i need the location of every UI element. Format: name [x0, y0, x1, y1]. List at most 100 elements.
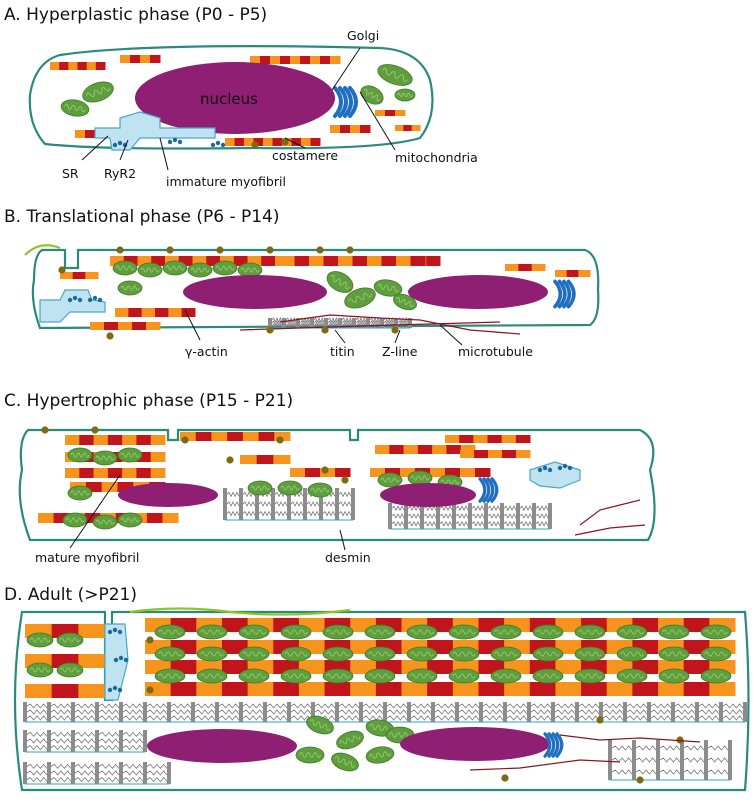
ryr2-channel	[67, 297, 73, 303]
golgi-cisterna	[333, 86, 343, 118]
sarcomere-segment	[460, 445, 476, 454]
titin-filament	[487, 505, 501, 512]
sarcomere-segment	[504, 682, 531, 696]
ryr2-cluster	[107, 685, 123, 693]
sarcomere-segment	[104, 322, 119, 330]
mitochondrion	[616, 646, 648, 662]
titin-filament	[327, 319, 339, 327]
titin-filament	[194, 715, 216, 721]
panel-d-ryr2	[107, 627, 129, 693]
costamere	[346, 246, 354, 254]
titin-filament	[407, 513, 421, 519]
sarcomere-segment	[381, 256, 397, 266]
sarcomere-segment	[300, 56, 311, 64]
mitochondrion	[490, 646, 522, 662]
z-line	[310, 318, 314, 328]
sarcomere-segment	[85, 272, 99, 279]
mitochondrion-cristae	[120, 285, 140, 291]
titin-filament	[50, 776, 72, 783]
titin-filament	[458, 703, 480, 709]
titin-filament	[434, 709, 456, 715]
titin-filament	[266, 709, 288, 715]
z-line	[359, 702, 363, 722]
ryr2-channel	[562, 463, 568, 469]
costamere	[636, 776, 644, 784]
sarcomere-segment	[60, 272, 74, 279]
sarcomere-segment	[280, 56, 291, 64]
sarcomere-segment	[78, 684, 106, 698]
ryr2-channel	[177, 139, 183, 145]
sarcomere-segment	[401, 682, 428, 696]
panel-c-leaders	[69, 474, 346, 551]
sarcomere-segment	[515, 435, 531, 443]
mitochondrion-cristae	[310, 487, 330, 493]
panel-d-collagen	[129, 607, 351, 616]
costamere	[266, 326, 274, 334]
sarcomere-segment	[146, 322, 161, 330]
sarcomere-segment	[460, 468, 476, 477]
z-line	[743, 702, 747, 722]
mitochondrion-cristae	[369, 723, 391, 733]
titin-filament	[503, 520, 517, 527]
sarcomere-segment	[178, 256, 193, 266]
ryr2-channel	[542, 465, 548, 471]
sarcomere-segment	[78, 624, 106, 638]
sarcomere-segment	[90, 322, 105, 330]
titin-filament	[271, 319, 283, 327]
costamere	[41, 426, 49, 434]
microtubule	[559, 734, 701, 743]
titin-filament	[170, 715, 192, 721]
sarcomere-segment	[192, 256, 207, 266]
titin-filament	[98, 776, 120, 783]
mitochondrion	[26, 662, 54, 678]
z-line	[303, 488, 307, 520]
sarcomere-segment	[301, 138, 311, 146]
titin-filament	[455, 513, 469, 519]
mitochondrion	[326, 271, 354, 293]
sarcomere-segment	[101, 482, 118, 492]
mitochondrion-cristae	[200, 629, 224, 635]
mitochondrion	[212, 260, 238, 276]
costamere	[216, 246, 224, 254]
nucleus-label: nucleus	[200, 90, 258, 108]
titin-filament	[535, 513, 549, 519]
sarcomere-segment	[488, 450, 503, 458]
costamere	[501, 774, 509, 782]
golgi-cisterna	[547, 732, 556, 758]
z-line	[319, 488, 323, 520]
mitochondria-label: mitochondria	[395, 150, 478, 165]
sarcomere-segment	[136, 468, 152, 478]
mitochondrion	[277, 480, 303, 496]
sarcomere-segment	[683, 682, 710, 696]
titin-filament	[226, 510, 240, 517]
z-line	[23, 762, 27, 784]
mitochondrion-cristae	[410, 475, 430, 481]
titin-filament	[362, 715, 384, 721]
mitochondrion-cristae	[240, 267, 260, 273]
titin-filament	[650, 709, 672, 715]
z-line	[352, 318, 356, 328]
mitochondrion	[360, 85, 384, 105]
costamere	[166, 246, 174, 254]
titin-filament	[313, 316, 325, 324]
titin-filament	[611, 745, 633, 751]
z-line	[268, 318, 272, 328]
mitochondrion-cristae	[494, 651, 518, 657]
sarcomere-segment	[38, 513, 55, 523]
titin-filament	[487, 513, 501, 519]
titin-filament	[226, 501, 240, 507]
sarcomere-segment	[370, 468, 386, 477]
costamere	[251, 141, 259, 149]
mitochondrion-cristae	[536, 673, 560, 679]
desmin-label: desmin	[325, 550, 371, 565]
sarcomere-segment	[120, 55, 131, 63]
ryr2-channel	[557, 465, 563, 471]
mitochondrion	[574, 624, 606, 640]
titin-filament	[290, 709, 312, 715]
sarcomere-segment	[132, 322, 147, 330]
mitochondrion-cristae	[494, 673, 518, 679]
sarcomere-segment	[395, 110, 406, 116]
titin-filament	[519, 513, 533, 519]
sarcomere-segment	[247, 256, 262, 266]
titin-filament	[578, 703, 600, 709]
